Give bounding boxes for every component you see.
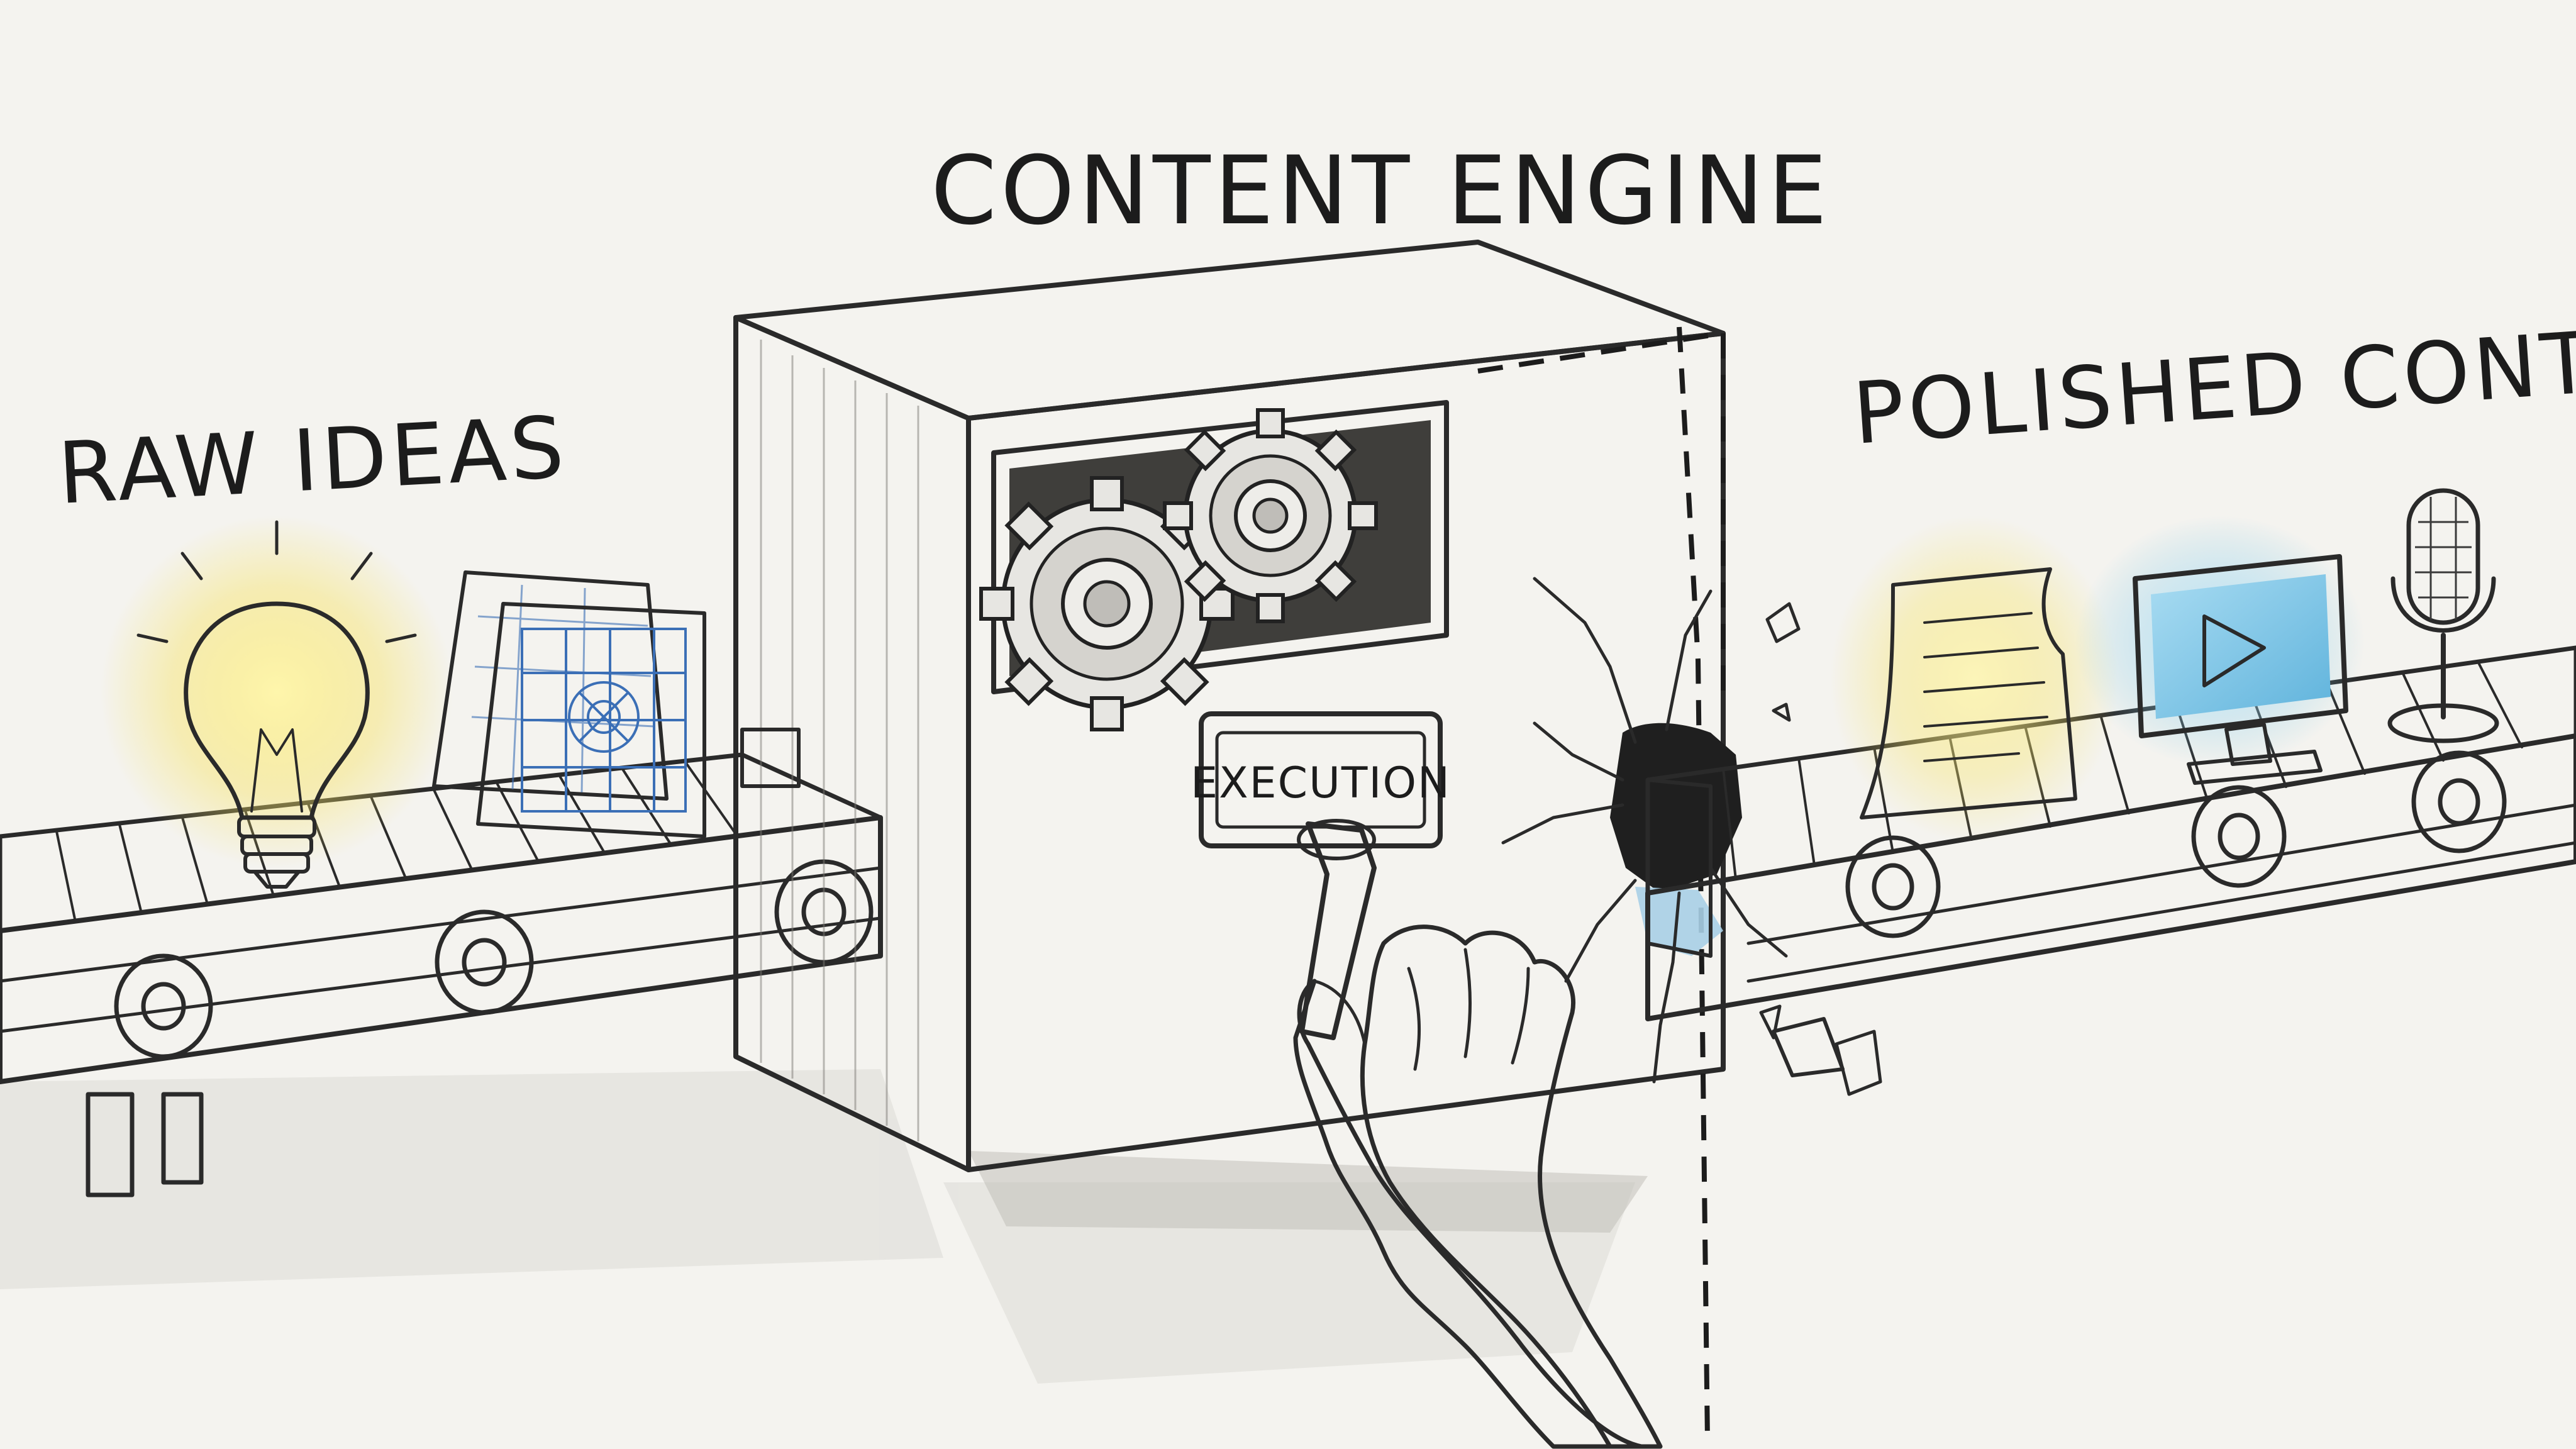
document-icon	[1830, 516, 2119, 843]
hand-icon	[1293, 924, 1663, 1449]
raw-ideas-label: RAW IDEAS	[55, 398, 570, 523]
execution-button[interactable]: EXECUTION	[1191, 711, 1451, 848]
execution-button-label: EXECUTION	[1191, 758, 1451, 808]
video-monitor-icon	[2075, 516, 2365, 785]
microphone-icon	[2387, 488, 2499, 743]
engine-title: CONTENT ENGINE	[931, 136, 1831, 246]
lightbulb-icon	[101, 516, 453, 889]
blueprint-icon	[432, 570, 706, 838]
dashed-boundary	[1477, 326, 1726, 1441]
polished-content-label: POLISHED CONTENT	[1850, 301, 2576, 464]
lever-handle[interactable]	[1297, 819, 1377, 1040]
floor-shading	[0, 1069, 1635, 1384]
gear-icon	[979, 408, 1378, 731]
